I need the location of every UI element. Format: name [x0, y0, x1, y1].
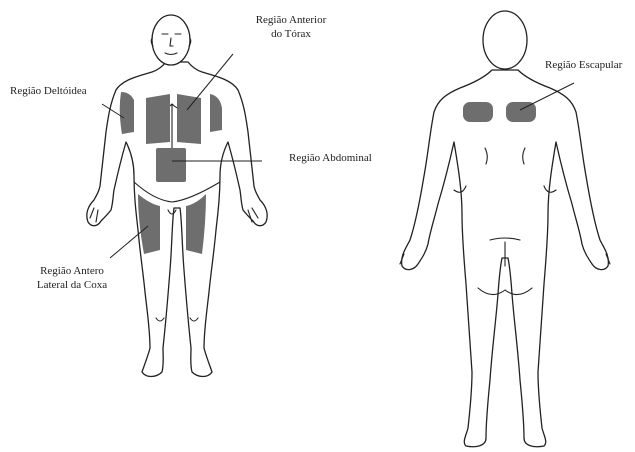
thigh-region-label: Região Antero Lateral da Coxa — [24, 264, 120, 292]
scapular-region-right — [463, 102, 493, 122]
thorax-label-line-1: Região Anterior — [236, 13, 346, 27]
abdominal-region — [156, 148, 186, 182]
front-body-figure — [87, 15, 267, 377]
thigh-label-line-1: Região Antero — [24, 264, 120, 278]
scapular-region-label: Região Escapular — [545, 58, 622, 72]
back-body-figure — [400, 11, 610, 447]
thigh-label-line-2: Lateral da Coxa — [24, 278, 120, 292]
deltoid-region-right — [120, 92, 134, 134]
back-head — [483, 11, 527, 69]
deltoid-region-label: Região Deltóidea — [10, 84, 87, 98]
abdominal-region-label: Região Abdominal — [289, 151, 372, 165]
thorax-label-line-2: do Tórax — [236, 27, 346, 41]
thorax-region-right — [146, 94, 170, 144]
scapular-region-left — [506, 102, 536, 122]
thorax-region-left — [177, 94, 201, 144]
thorax-region-label: Região Anterior do Tórax — [236, 13, 346, 41]
